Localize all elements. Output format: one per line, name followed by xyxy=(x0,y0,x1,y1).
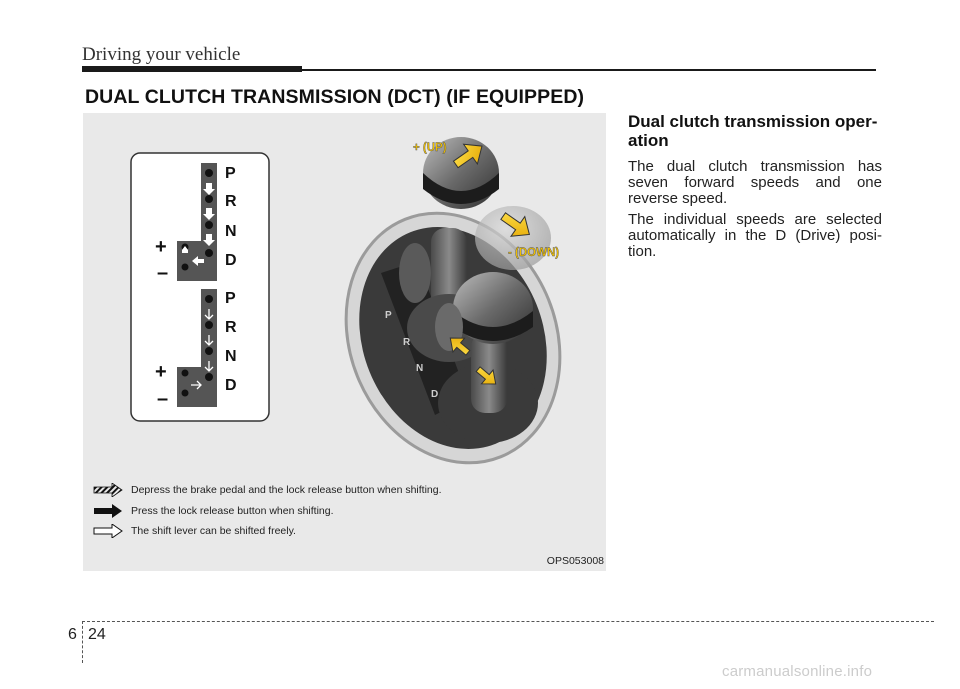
figure-code: OPS053008 xyxy=(546,555,604,567)
figure-illustration: PR ND +– PR ND +– PR ND xyxy=(130,137,562,465)
gate-letters-bottom: PR ND + – xyxy=(155,290,237,410)
console-letter-d: D xyxy=(431,389,438,400)
gate-bottom-letter-d: D xyxy=(225,377,237,394)
legend-text-outline: The shift lever can be shifted freely. xyxy=(131,525,296,537)
header-bar xyxy=(82,66,302,72)
down-label: - (DOWN) xyxy=(508,247,559,259)
console-letter-r: R xyxy=(403,337,411,348)
up-arrow-small-icon xyxy=(449,337,471,356)
gate-letters-top: PR ND + – xyxy=(155,165,237,284)
gate-bottom-letter-p: P xyxy=(225,290,236,307)
hatched-arrow-icon xyxy=(93,483,123,497)
section-heading: DUAL CLUTCH TRANSMISSION (DCT) (IF EQUIP… xyxy=(85,86,585,108)
gate-top-letter-r: R xyxy=(225,193,237,210)
up-arrow-icon xyxy=(452,143,483,169)
console-letters: P R N D xyxy=(385,310,438,400)
legend-text-solid: Press the lock release button when shift… xyxy=(131,505,334,517)
outline-arrow-icon xyxy=(93,524,123,538)
gate-top-letter-n: N xyxy=(225,223,237,240)
solid-arrow-icon xyxy=(94,504,122,518)
gate-top-letter-d: D xyxy=(225,252,237,269)
legend-text-hatched: Depress the brake pedal and the lock rel… xyxy=(131,484,442,496)
gate-diagram-box xyxy=(130,152,270,422)
header-rule xyxy=(302,69,876,71)
gate-top-plus: + xyxy=(155,236,167,258)
lower-lever xyxy=(471,333,507,413)
console-letter-p: P xyxy=(385,310,392,321)
page-header-title: Driving your vehicle xyxy=(82,44,241,65)
chapter-number: 6 xyxy=(68,626,77,643)
gate-top-minus: – xyxy=(157,262,168,284)
page-number: 24 xyxy=(88,626,106,643)
down-arrow-icon xyxy=(500,212,531,237)
watermark: carmanualsonline.info xyxy=(722,663,873,680)
footer-rule xyxy=(82,621,934,622)
paragraph-1: The dual clutch transmission has seven f… xyxy=(628,158,882,207)
console-letter-n: N xyxy=(416,363,423,374)
body-column: Dual clutch transmission oper-ation The … xyxy=(628,112,882,265)
subheading: Dual clutch transmission oper-ation xyxy=(628,112,878,150)
page-divider xyxy=(82,621,83,663)
gate-bottom-minus: – xyxy=(157,388,168,410)
gate-top-letter-p: P xyxy=(225,165,236,182)
down-arrow-small-icon xyxy=(475,366,497,385)
up-label: + (UP) xyxy=(413,142,447,154)
gate-bottom-letter-n: N xyxy=(225,348,237,365)
gate-bottom-plus: + xyxy=(155,361,167,383)
paragraph-2: The individual speeds are selected autom… xyxy=(628,211,882,260)
gate-bottom-letter-r: R xyxy=(225,319,237,336)
ghost-knob xyxy=(475,206,551,270)
